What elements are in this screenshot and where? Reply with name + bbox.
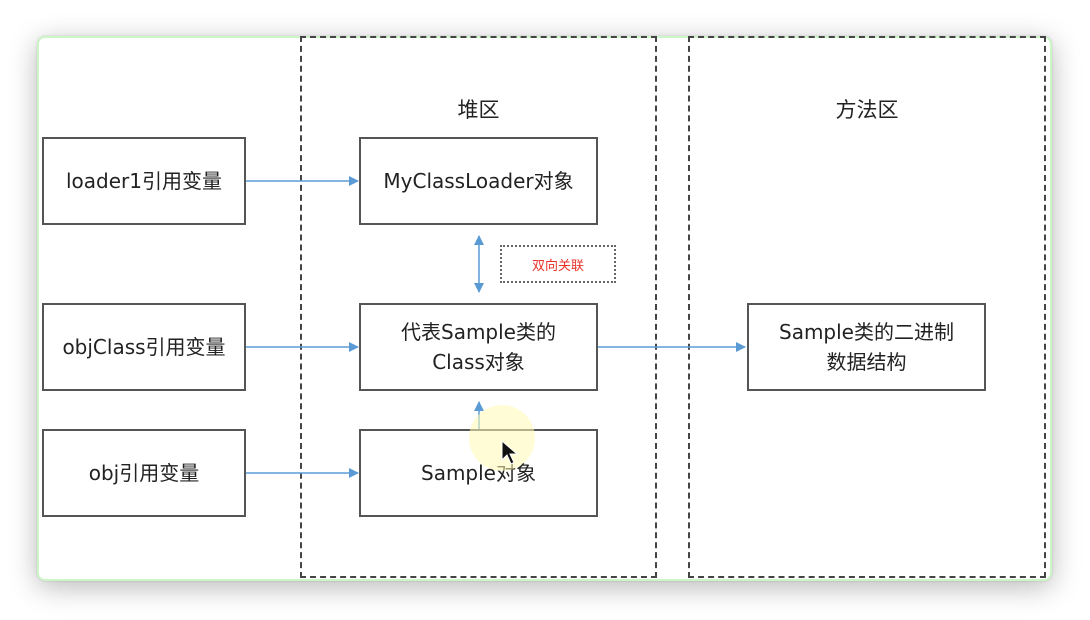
binary-structure-box: Sample类的二进制 数据结构 [747,303,986,391]
class-object-label-line2: Class对象 [432,350,525,374]
class-object-box: 代表Sample类的 Class对象 [359,303,598,391]
heap-region-title: 堆区 [457,98,500,122]
bidirectional-annotation-label: 双向关联 [531,258,584,274]
myclassloader-object-box: MyClassLoader对象 [359,137,598,225]
objclass-reference-box: objClass引用变量 [42,303,246,391]
obj-reference-label: obj引用变量 [88,461,200,485]
loader1-reference-box: loader1引用变量 [42,137,246,225]
loader1-reference-label: loader1引用变量 [66,169,222,193]
myclassloader-object-label: MyClassLoader对象 [383,169,574,193]
method-area-region-title: 方法区 [835,98,899,122]
obj-reference-box: obj引用变量 [42,429,246,517]
class-object-label-line1: 代表Sample类的 [401,320,556,344]
binary-structure-label-line2: 数据结构 [826,350,907,374]
heap-region: 堆区 [300,36,657,578]
bidirectional-annotation: 双向关联 [500,245,616,283]
method-area-region: 方法区 [688,36,1046,578]
mouse-pointer-icon [501,440,519,465]
objclass-reference-label: objClass引用变量 [62,335,226,359]
binary-structure-label-line1: Sample类的二进制 [779,320,954,344]
